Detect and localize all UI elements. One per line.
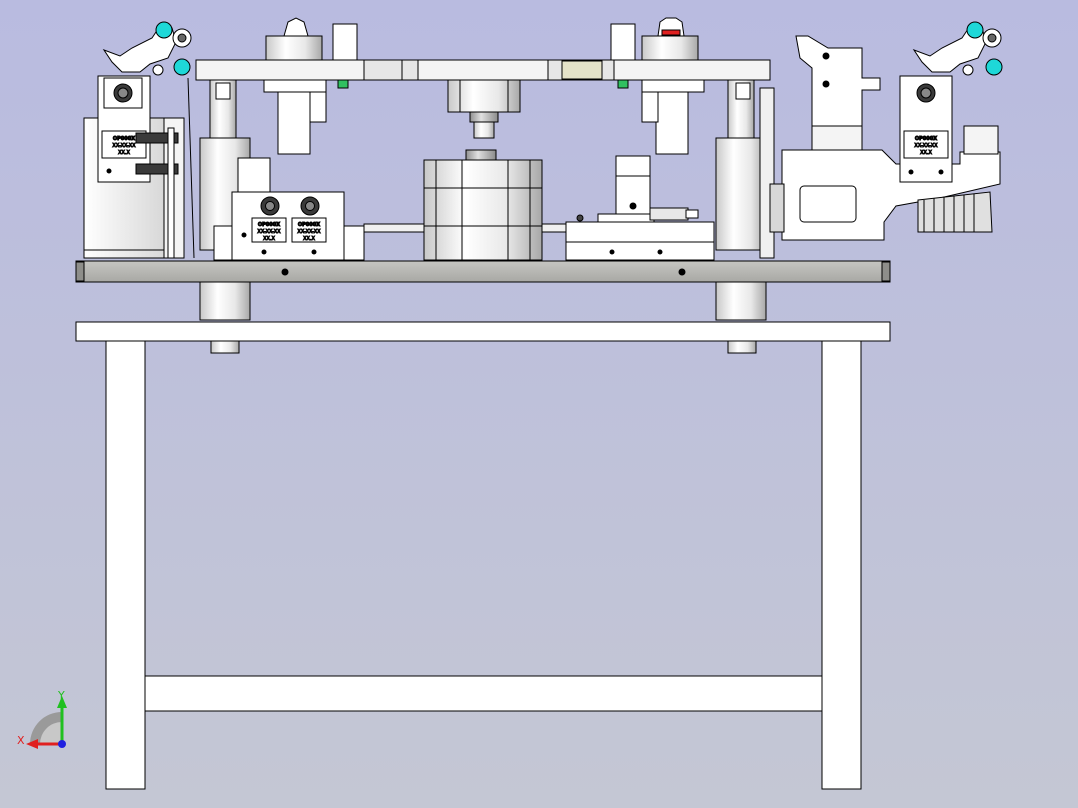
right-sensor-label-plate <box>903 130 949 159</box>
left-handle-knob-lower[interactable] <box>173 58 191 76</box>
top-plate-assembly <box>195 17 771 155</box>
top-left-post <box>332 23 358 61</box>
top-left-locator-pin <box>283 17 309 37</box>
base-plate-body <box>75 260 891 283</box>
right-pillar-body <box>715 137 767 251</box>
table-frame <box>75 321 891 790</box>
center-air-cylinder <box>423 159 543 261</box>
left-sensor-label-line3: XX.X <box>118 150 130 156</box>
right-sensor-label-line3: XX.X <box>920 150 932 156</box>
right-clamp-assembly[interactable]: OP000X XX-XX-XX XX.X <box>759 21 1003 259</box>
top-right-post <box>610 23 636 61</box>
left-clamp-assembly[interactable]: OP000X XX-XX-XX XX.X <box>83 21 195 259</box>
coordinate-triad: X Y <box>17 689 67 749</box>
table-top <box>75 321 891 342</box>
left-adjust-screw-lower[interactable] <box>135 163 179 175</box>
left-pillar-lower <box>199 281 251 321</box>
center-stopper-screw[interactable] <box>649 207 689 221</box>
center-left-label-line3: XX.X <box>263 236 275 242</box>
center-right-label-line1: OP000X <box>298 222 320 228</box>
center-sensor-block <box>231 191 345 261</box>
left-pillar-foot <box>210 340 240 354</box>
top-left-cylinder-cap <box>265 35 323 61</box>
base-plate <box>75 260 891 283</box>
triad-y-label: Y <box>57 689 65 702</box>
left-handle-knob-upper[interactable] <box>155 21 173 39</box>
center-left-label-line2: XX-XX-XX <box>257 229 281 235</box>
triad-z-axis <box>58 740 66 748</box>
center-lower-assembly: OP000X XX-XX-XX XX.X OP000X XX-XX-XX XX.… <box>213 149 715 261</box>
top-left-hanger <box>263 79 327 93</box>
right-handle-knob-lower[interactable] <box>985 58 1003 76</box>
table-leg-right <box>821 340 862 790</box>
left-sensor-label-line2: XX-XX-XX <box>112 143 136 149</box>
top-right-cylinder-cap <box>641 35 699 61</box>
table-leg-left <box>105 340 146 790</box>
center-left-label-line1: OP000X <box>258 222 280 228</box>
left-adjust-screw-upper[interactable] <box>135 132 179 144</box>
left-sensor-label-line1: OP000X <box>113 136 135 142</box>
right-handle-knob-upper[interactable] <box>966 21 984 39</box>
right-sensor-label-line1: OP000X <box>915 136 937 142</box>
triad-x-label: X <box>17 734 25 747</box>
right-sensor-label-line2: XX-XX-XX <box>914 143 938 149</box>
top-plate <box>195 59 771 81</box>
center-slide-block <box>565 221 715 261</box>
table-crossbar <box>144 675 823 712</box>
right-pillar-lower <box>715 281 767 321</box>
right-clamp-upright <box>795 35 881 129</box>
base-plate-bolt-right <box>678 268 686 276</box>
center-right-label-line2: XX-XX-XX <box>297 229 321 235</box>
right-pillar-foot <box>727 340 757 354</box>
top-right-hanger <box>641 79 705 93</box>
base-plate-bolt-left <box>281 268 289 276</box>
top-center-punch-block <box>447 79 521 113</box>
center-right-label-line3: XX.X <box>303 236 315 242</box>
